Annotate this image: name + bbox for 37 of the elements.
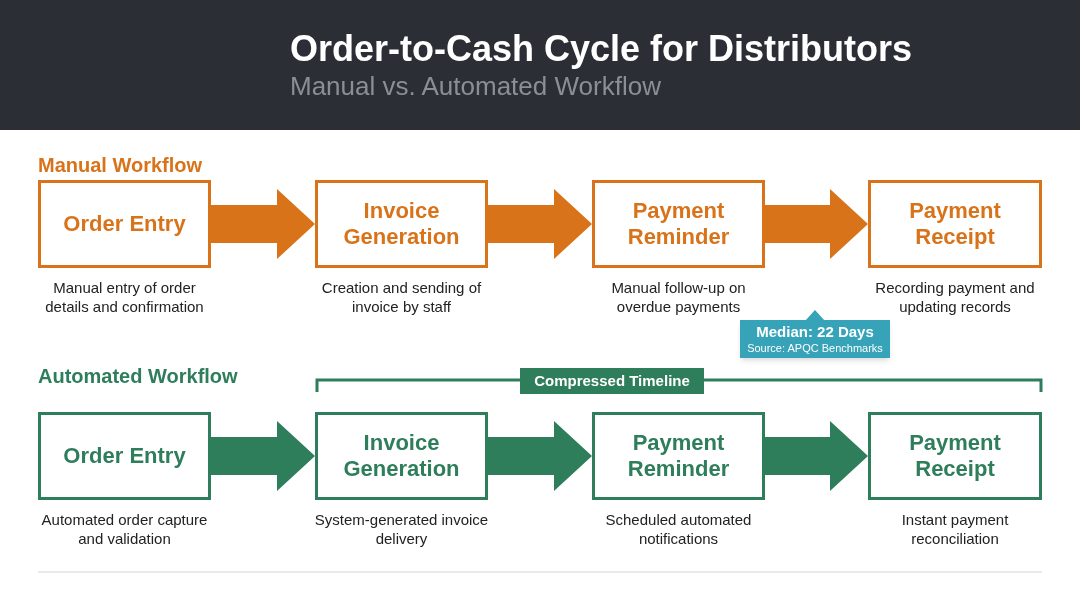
process-box — [868, 180, 1042, 268]
step-description: Scheduled automated notifications — [604, 510, 753, 548]
step-title: Order Entry — [62, 211, 187, 237]
step-title: Invoice Generation — [342, 430, 461, 482]
arrow — [488, 189, 592, 259]
process-box — [38, 180, 211, 268]
title: Order-to-Cash Cycle for Distributors — [290, 27, 913, 71]
process-box — [38, 412, 211, 500]
step-title: Payment Receipt — [908, 198, 1002, 250]
step-title: Payment Reminder — [626, 430, 731, 482]
step-title: Payment Receipt — [908, 430, 1002, 482]
subtitle: Manual vs. Automated Workflow — [290, 70, 661, 103]
step-description: Creation and sending of invoice by staff — [320, 278, 483, 316]
step-description: Manual entry of order details and confirmation — [44, 278, 205, 316]
process-box — [315, 180, 488, 268]
callout-source: Source: APQC Benchmarks — [747, 341, 883, 356]
step-title: Order Entry — [62, 443, 187, 469]
step-description: Automated order capture and validation — [40, 510, 209, 548]
arrow — [488, 421, 592, 491]
process-box — [592, 180, 765, 268]
section-heading: Manual Workflow — [38, 153, 203, 178]
step-description: Instant payment reconciliation — [900, 510, 1010, 548]
step-description: Manual follow-up on overdue payments — [610, 278, 747, 316]
step-description: System-generated invoice delivery — [313, 510, 490, 548]
arrow — [765, 421, 868, 491]
process-box — [868, 412, 1042, 500]
callout-value: Median: 22 Days — [756, 322, 874, 342]
arrow — [765, 189, 868, 259]
section-heading: Automated Workflow — [38, 364, 238, 389]
arrow — [211, 189, 315, 259]
step-title: Payment Reminder — [626, 198, 731, 250]
process-box — [592, 412, 765, 500]
process-box — [315, 412, 488, 500]
timeline-label: Compressed Timeline — [520, 368, 704, 394]
arrow — [211, 421, 315, 491]
step-title: Invoice Generation — [342, 198, 461, 250]
step-description: Recording payment and updating records — [874, 278, 1036, 316]
